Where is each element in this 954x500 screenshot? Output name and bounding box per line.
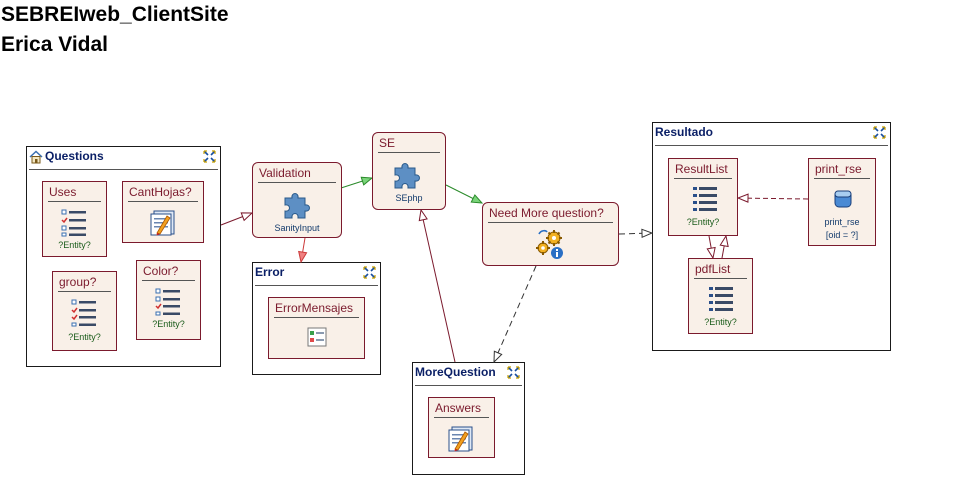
expand-icon[interactable] (872, 125, 887, 140)
home-icon (29, 150, 43, 164)
node-subtitle: SanityInput (274, 223, 320, 233)
edge-pdflist-resultlist (722, 236, 726, 259)
node-label: Uses (49, 185, 77, 199)
node-print-rse[interactable]: print_rse print_rse [oid = ?] (808, 158, 876, 246)
node-subtitle: ?Entity? (68, 332, 101, 342)
divider (694, 278, 747, 279)
edge-needmore-resultado (618, 233, 652, 234)
node-subtitle: ?Entity? (152, 319, 185, 329)
divider (128, 201, 198, 202)
group-error-header (255, 265, 378, 286)
node-label: Need More question? (489, 206, 604, 220)
node-se[interactable]: SE SEphp (372, 132, 446, 210)
database-icon (834, 190, 852, 208)
group-error-title: Error (255, 265, 285, 279)
edge-printrse-resultlist (738, 198, 809, 199)
puzzle-icon (284, 193, 310, 219)
checklist-icon (61, 209, 86, 237)
edge-validation-se (340, 178, 372, 189)
divider (674, 178, 732, 179)
node-label: ResultList (675, 162, 728, 176)
node-label: Answers (435, 401, 482, 415)
list-icon (693, 187, 717, 211)
node-validation[interactable]: Validation SanityInput (252, 162, 342, 238)
divider (378, 152, 440, 153)
node-result-list[interactable]: ResultList ?Entity? (668, 158, 738, 236)
checklist-icon (71, 299, 96, 327)
edge-validation-error (301, 237, 305, 262)
edge-questions-validation (220, 213, 252, 226)
group-questions-header (29, 149, 218, 170)
divider (258, 182, 336, 183)
divider (142, 280, 195, 281)
node-subtitle: ?Entity? (58, 240, 91, 250)
divider (814, 178, 870, 179)
node-label: SE (379, 136, 396, 150)
node-label: pdfList (695, 262, 731, 276)
node-label: group? (59, 275, 97, 289)
form-edit-icon (448, 426, 473, 452)
gears-info-icon (536, 229, 563, 259)
group-questions-title: Questions (45, 149, 104, 163)
node-uses[interactable]: Uses ?Entity? (42, 181, 107, 257)
node-subtitle: ?Entity? (704, 317, 737, 327)
node-label: CantHojas? (129, 185, 192, 199)
puzzle-icon (394, 163, 420, 189)
node-answers[interactable]: Answers (428, 397, 495, 458)
edge-se-needmore (445, 184, 482, 203)
expand-icon[interactable] (362, 265, 377, 280)
edge-resultlist-pdflist (709, 235, 713, 258)
node-label: ErrorMensajes (275, 301, 354, 315)
divider (488, 222, 613, 223)
divider (48, 201, 101, 202)
node-pdf-list[interactable]: pdfList ?Entity? (688, 258, 753, 334)
divider (274, 317, 359, 318)
node-condition: [oid = ?] (825, 230, 859, 240)
edge-morequestion-se (421, 210, 456, 363)
node-group[interactable]: group? ?Entity? (52, 271, 117, 351)
node-need-more-question[interactable]: Need More question? (482, 202, 619, 266)
group-resultado-title: Resultado (655, 125, 714, 139)
list-icon (709, 287, 733, 311)
node-label: print_rse (815, 162, 862, 176)
group-resultado-header (655, 125, 888, 146)
divider (58, 291, 111, 292)
group-more-question-title: MoreQuestion (415, 365, 496, 379)
checklist-icon (155, 288, 180, 316)
node-subtitle: ?Entity? (686, 217, 720, 227)
edge-needmore-morequestion (494, 265, 537, 362)
node-subtitle: print_rse (824, 217, 860, 227)
expand-icon[interactable] (506, 365, 521, 380)
diagram-author: Erica Vidal (1, 33, 109, 56)
node-error-mensajes[interactable]: ErrorMensajes (268, 297, 365, 359)
group-more-question-header (415, 365, 522, 386)
divider (434, 417, 489, 418)
message-list-icon (307, 327, 327, 347)
diagram-title: SEBREIweb_ClientSite (1, 3, 229, 26)
form-edit-icon (150, 210, 175, 236)
node-subtitle: SEphp (395, 193, 423, 203)
node-label: Color? (143, 264, 179, 278)
node-label: Validation (259, 166, 311, 180)
node-cant-hojas[interactable]: CantHojas? (122, 181, 204, 243)
expand-icon[interactable] (202, 149, 217, 164)
node-color[interactable]: Color? ?Entity? (136, 260, 201, 340)
